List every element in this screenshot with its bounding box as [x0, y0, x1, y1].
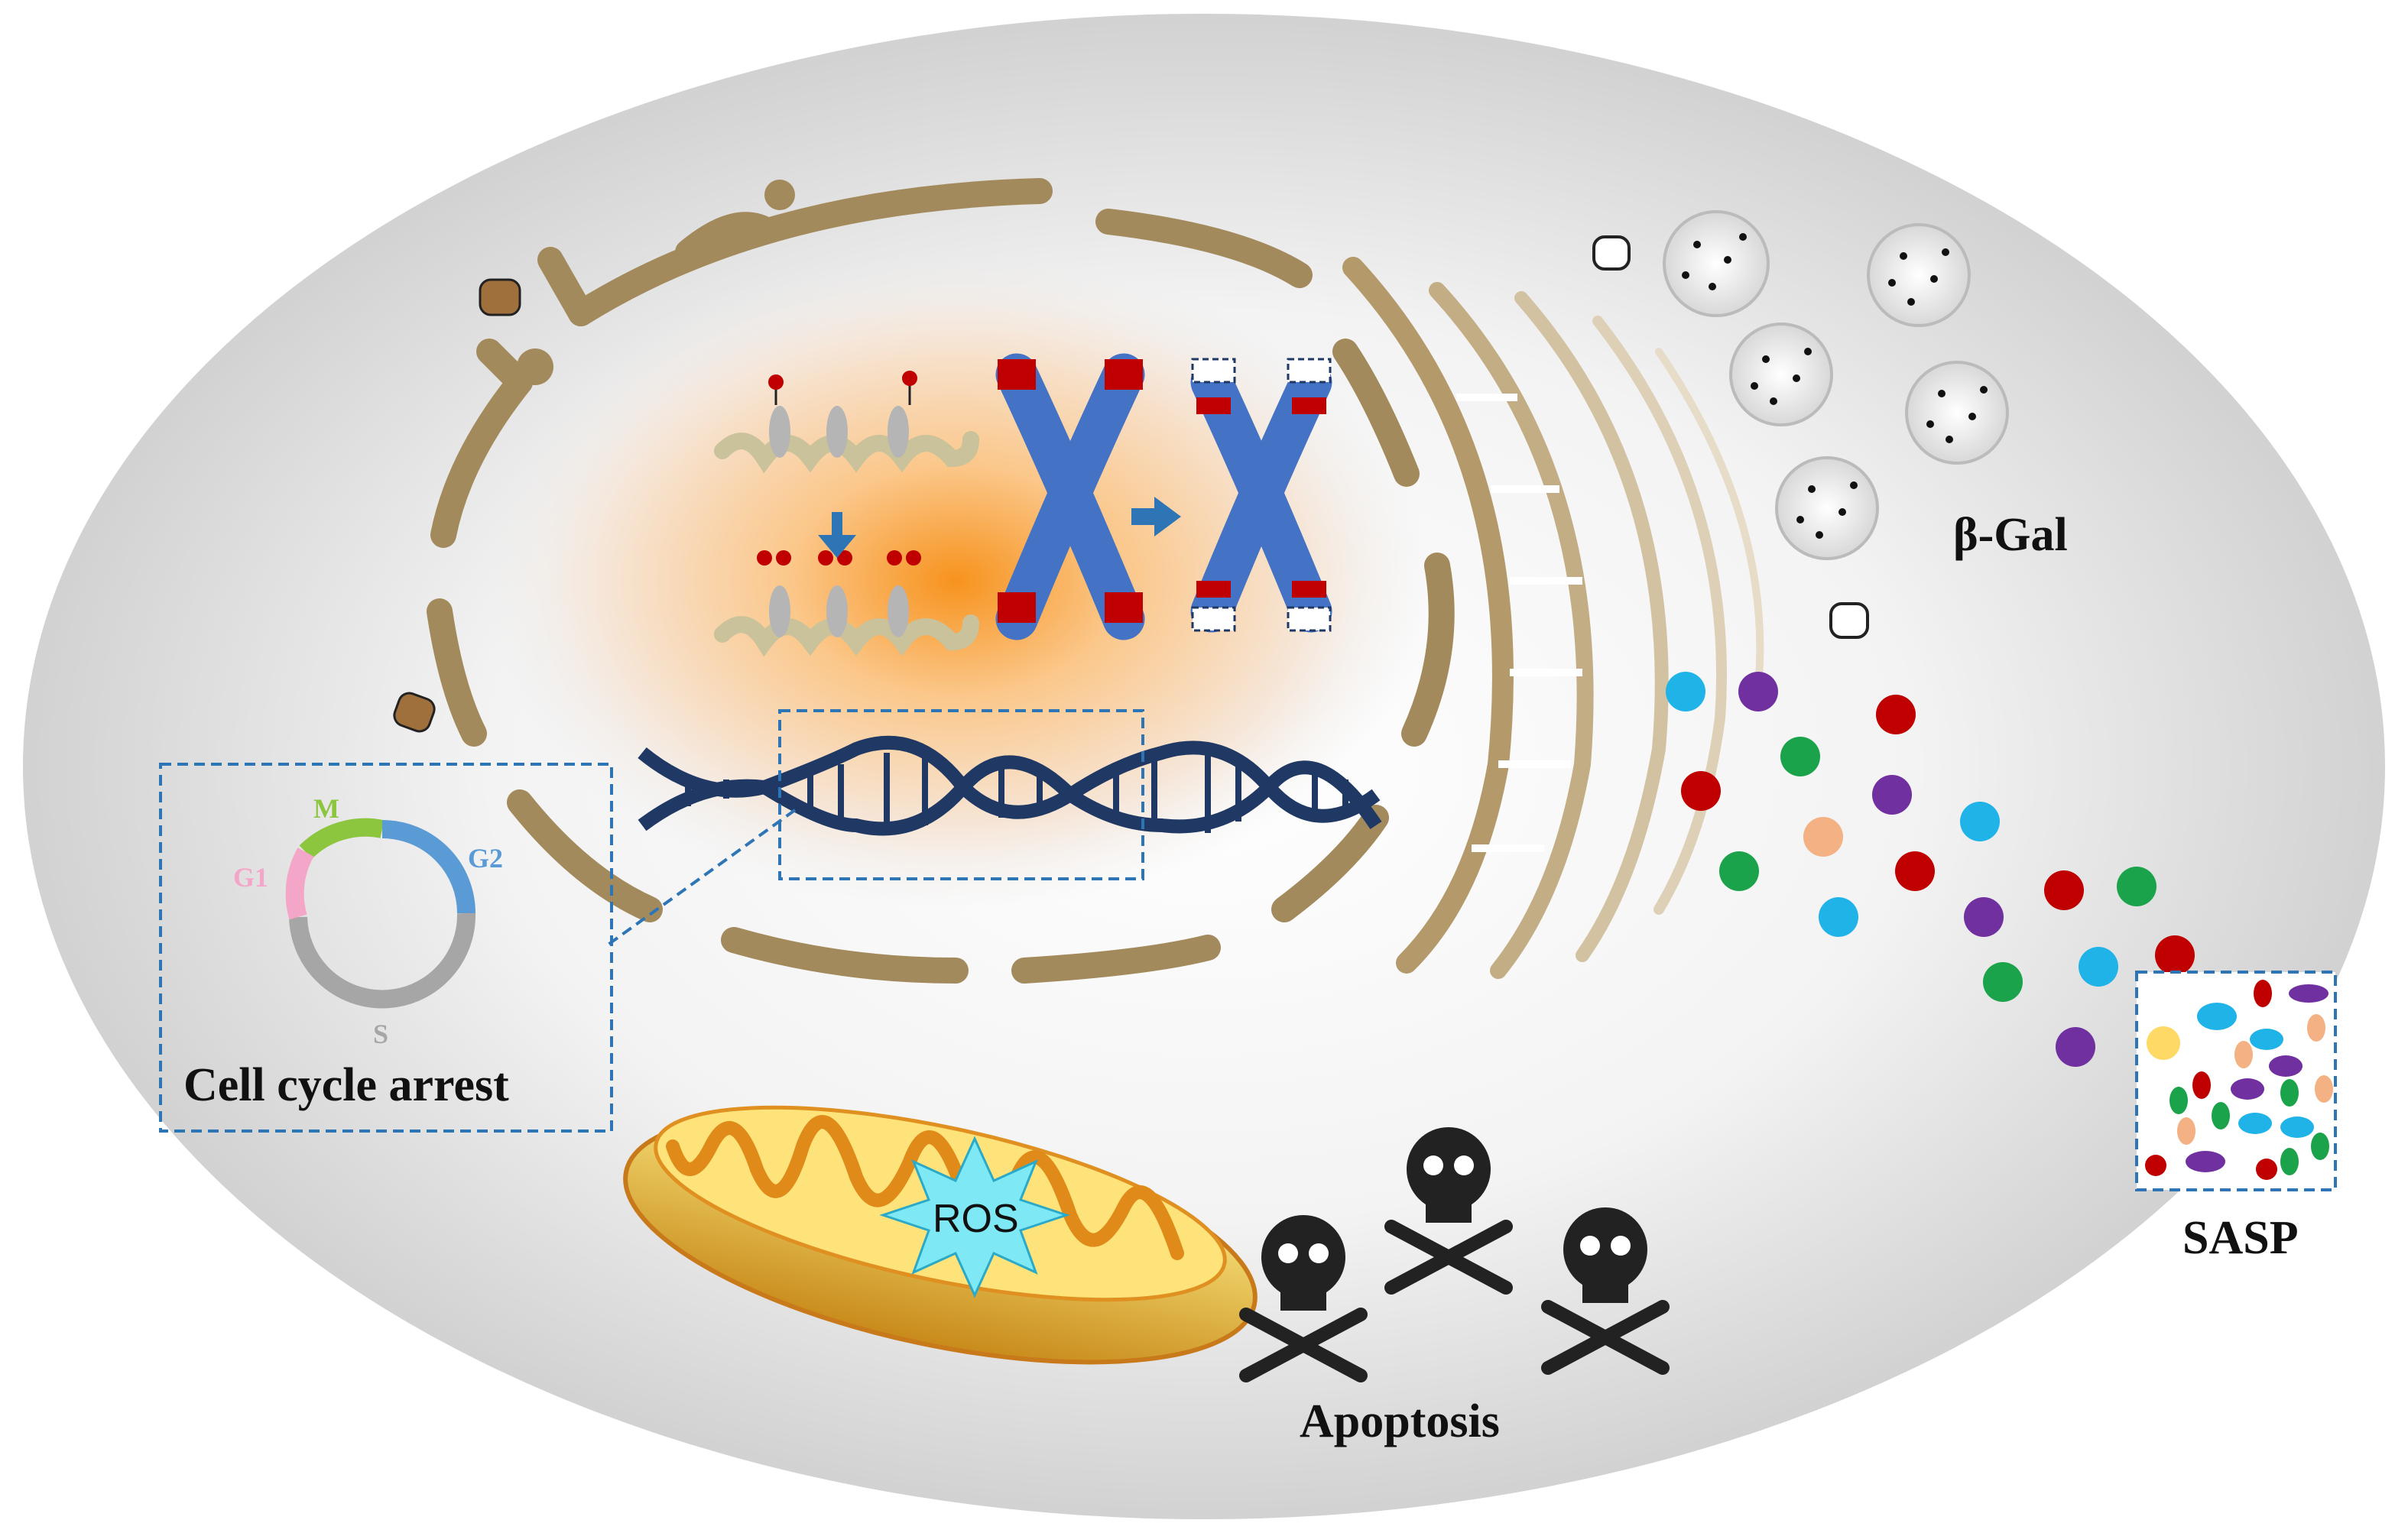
phase-label-g2: G2 — [468, 843, 503, 873]
nuclear-envelope — [427, 178, 1455, 984]
ros-burst — [879, 1136, 1070, 1298]
sasp-mixture — [2145, 980, 2333, 1180]
lysosome — [1775, 456, 1879, 560]
cell-cycle-ring — [285, 818, 476, 1009]
lysosome — [1729, 322, 1833, 426]
skull-icon — [1239, 1215, 1368, 1382]
chromosome-shortened — [1190, 358, 1332, 633]
sasp-particles — [1666, 672, 2195, 1067]
phase-label-m: M — [313, 793, 339, 824]
vesicle — [393, 692, 436, 733]
empty-vesicle — [1592, 235, 1631, 271]
lysosome — [1867, 223, 1971, 327]
apoptosis-label: Apoptosis — [1300, 1395, 1500, 1447]
skull-icon — [1541, 1207, 1670, 1375]
cell-cycle-arrest-label: Cell cycle arrest — [183, 1059, 509, 1111]
envelope-blob — [517, 348, 553, 385]
golgi-cisternae-ticks — [1456, 394, 1582, 852]
lysosome-dots — [1682, 233, 1988, 539]
phase-label-g1: G1 — [233, 862, 268, 893]
skull-icon — [1384, 1127, 1513, 1295]
envelope-blob — [764, 180, 795, 210]
empty-vesicle — [1829, 602, 1869, 639]
chromosome-normal — [995, 353, 1145, 640]
lysosome — [1905, 361, 2009, 465]
vesicle — [479, 278, 521, 316]
sasp-box — [2135, 971, 2337, 1191]
dna-helix — [638, 735, 1382, 836]
arrow-right — [1131, 497, 1181, 536]
lysosome — [1663, 210, 1770, 317]
sasp-label: SASP — [2182, 1212, 2299, 1264]
beta-gal-label: β-Gal — [1953, 509, 2068, 561]
phase-label-s: S — [373, 1019, 388, 1049]
chromatin-modification — [714, 371, 979, 657]
ros-label: ROS — [933, 1197, 1019, 1241]
callout-line — [602, 809, 797, 949]
cell-cycle-box — [159, 763, 613, 1133]
dna-damage-box — [778, 709, 1144, 880]
dna-base-pairs — [685, 753, 1348, 833]
